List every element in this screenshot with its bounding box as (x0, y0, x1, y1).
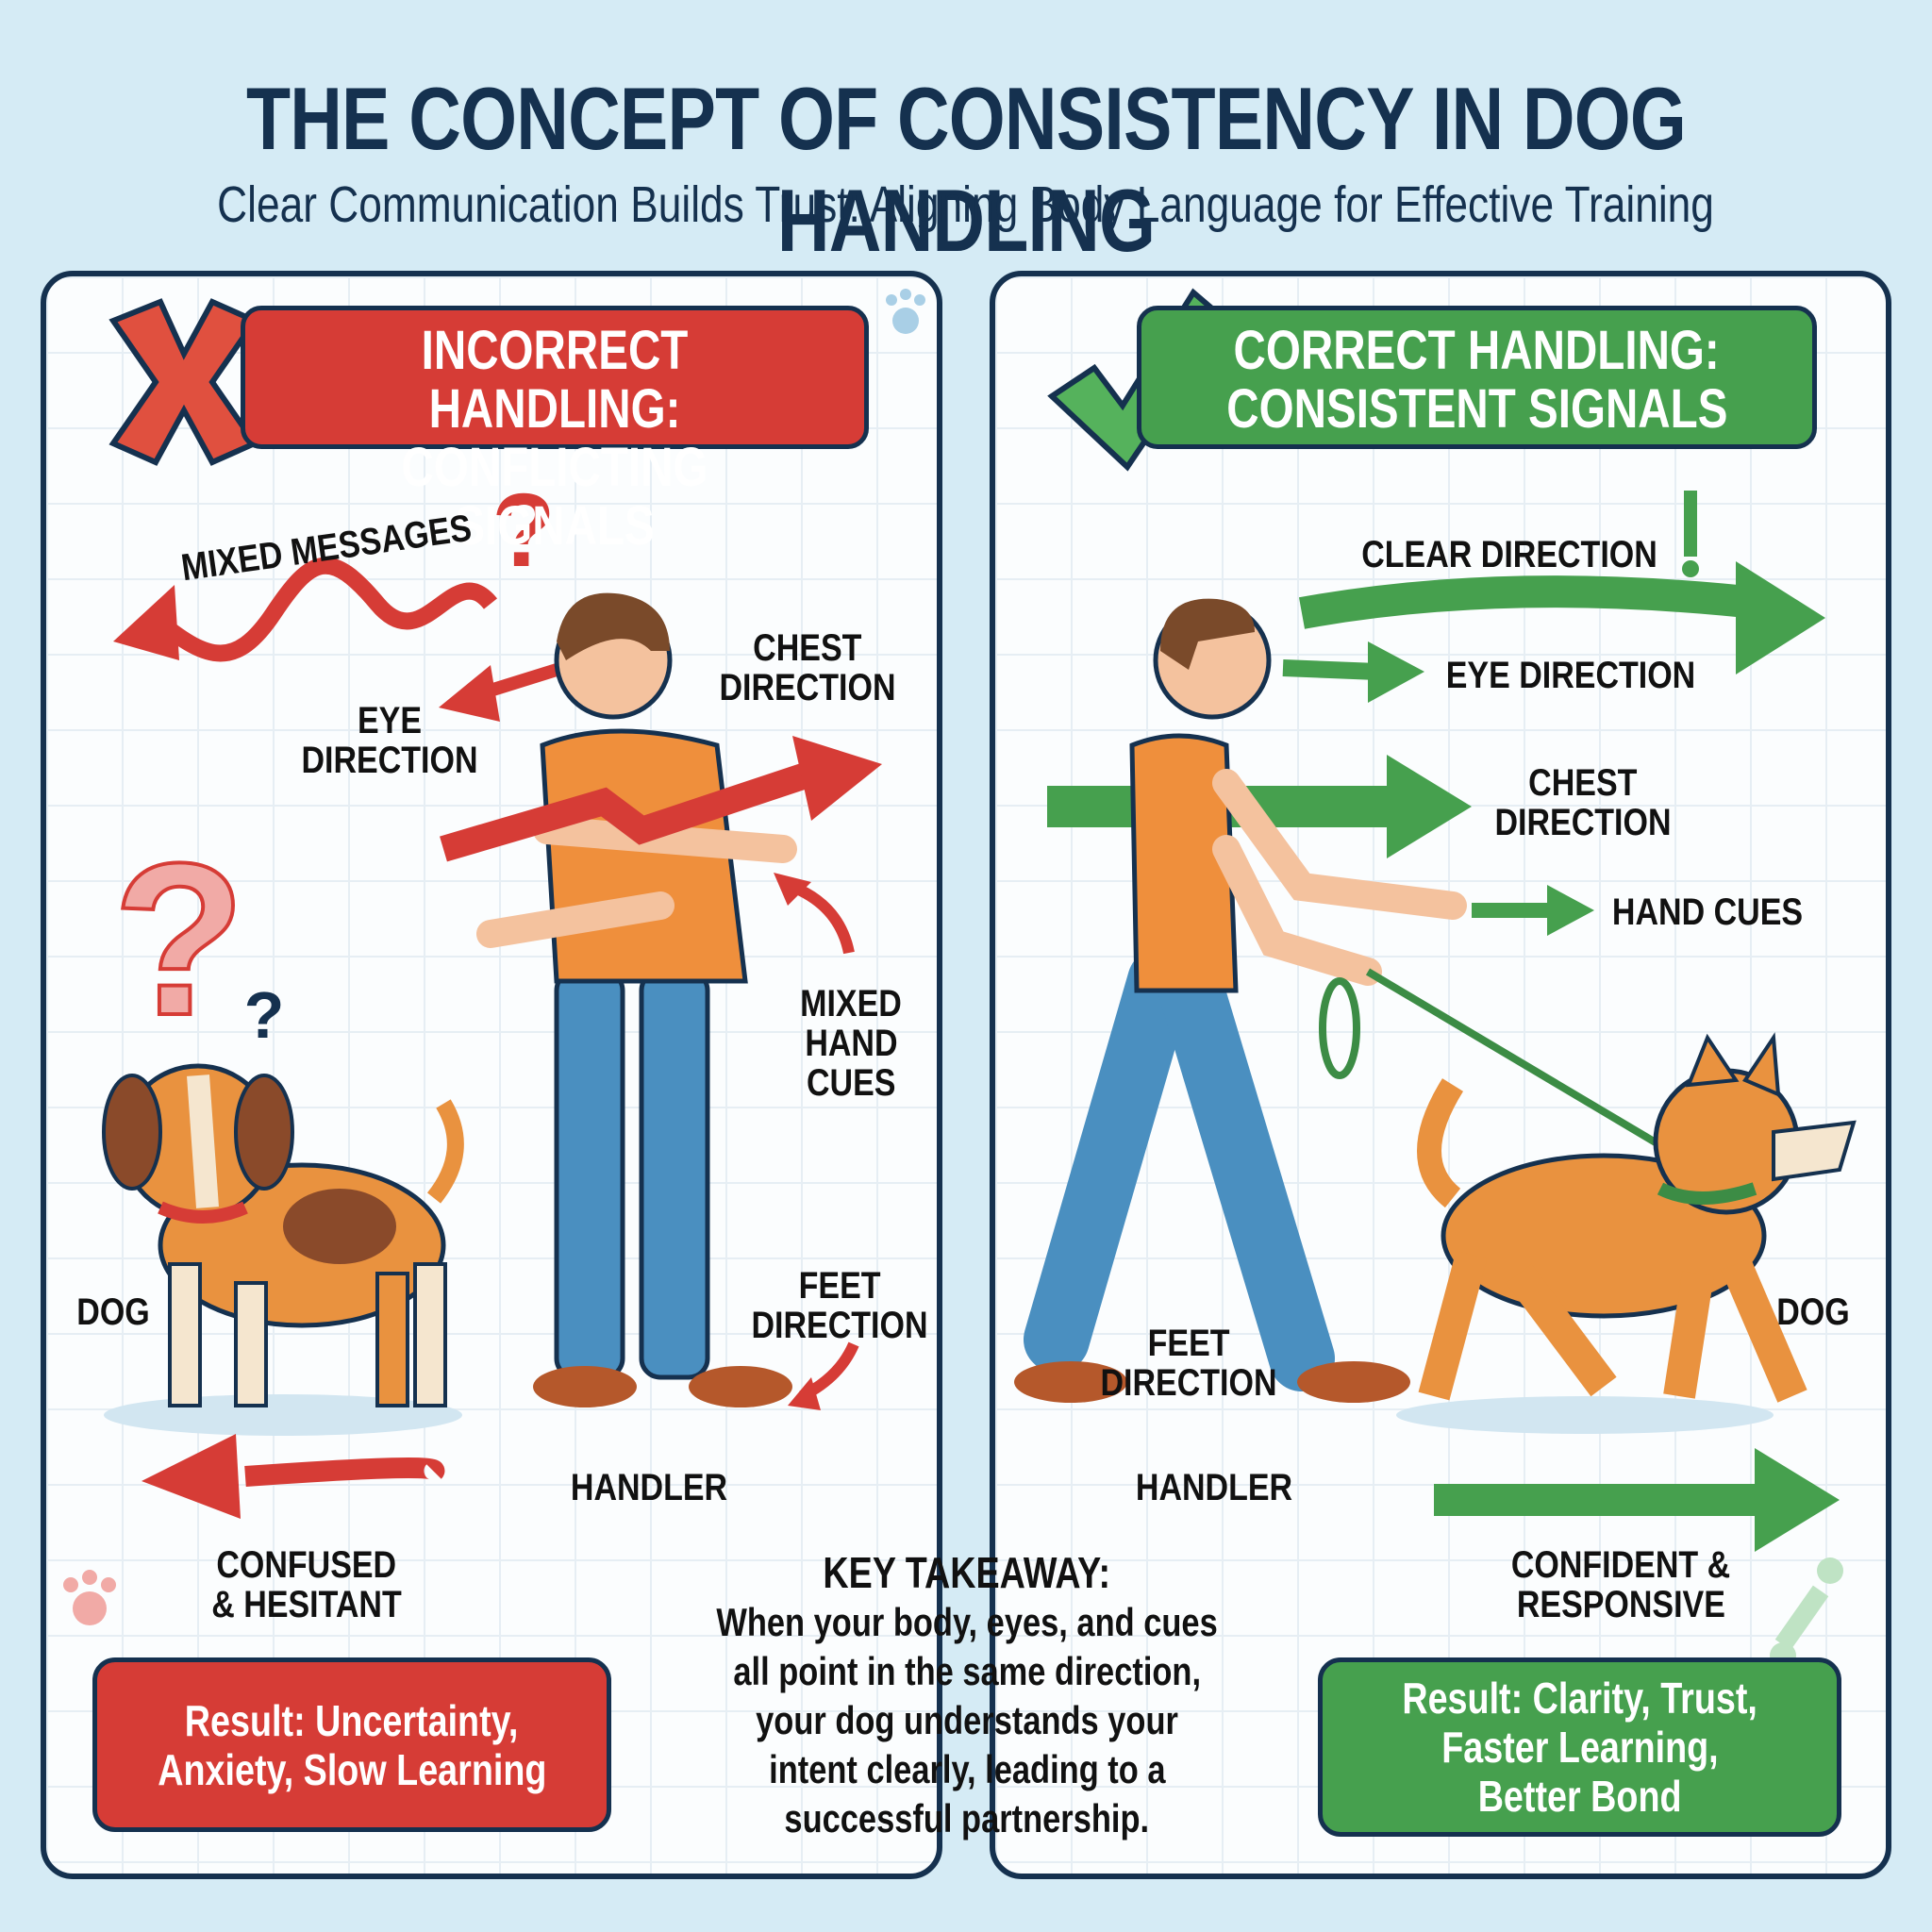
leash (1365, 968, 1673, 1155)
hand-cues-arrow (790, 881, 855, 955)
x-mark-icon (108, 298, 259, 466)
question-mark-icon: ? (491, 473, 555, 589)
label-dog-left: DOG (76, 1291, 150, 1333)
correct-banner-line-2: CONSISTENT SIGNALS (1225, 378, 1728, 440)
small-question-mark-icon: ? (244, 978, 285, 1052)
clear-direction-arrow (1298, 575, 1766, 629)
label-eye-direction-right: EYE DIRECTION (1445, 655, 1696, 696)
big-question-mark-icon: ? (113, 818, 246, 1060)
page-title: THE CONCEPT OF CONSISTENCY IN DOG HANDLI… (245, 69, 1687, 270)
eye-direction-arrow-right (1282, 659, 1378, 680)
incorrect-banner: INCORRECT HANDLING: CONFLICTING SIGNALS (241, 306, 869, 556)
dog-figure-right (1396, 1032, 1857, 1434)
label-dog-right: DOG (1776, 1291, 1850, 1333)
label-hand-cues: HAND CUES (1611, 891, 1804, 933)
key-takeaway-heading: KEY TAKEAWAY: (823, 1548, 1111, 1597)
label-handler-left: HANDLER (570, 1467, 728, 1508)
takeaway-line: your dog understands your (756, 1698, 1178, 1742)
label-confident-responsive: CONFIDENT &RESPONSIVE (1510, 1544, 1731, 1625)
takeaway-line: all point in the same direction, (733, 1649, 1201, 1693)
takeaway-line: When your body, eyes, and cues (716, 1600, 1218, 1644)
label-confused-hesitant: CONFUSED& HESITANT (211, 1544, 402, 1625)
handler-figure-left (476, 592, 797, 1407)
paw-icon (63, 1570, 116, 1625)
dog-figure-left (102, 1063, 464, 1436)
exclamation-icon (1684, 491, 1697, 557)
correct-banner: CORRECT HANDLING: CONSISTENT SIGNALS (1137, 306, 1817, 449)
confused-arrow (244, 1457, 445, 1487)
label-handler-right: HANDLER (1135, 1467, 1293, 1508)
mixed-messages-arrow (155, 557, 498, 662)
handler-figure-right (1014, 598, 1467, 1403)
incorrect-banner-line-1: INCORRECT HANDLING: (421, 320, 689, 440)
key-takeaway: KEY TAKEAWAY: When your body, eyes, and … (623, 1547, 1311, 1843)
takeaway-line: intent clearly, leading to a (768, 1747, 1166, 1791)
page-subtitle: Clear Communication Builds Trust: Aligni… (217, 176, 1715, 233)
correct-result-box: Result: Clarity, Trust,Faster Learning,B… (1318, 1657, 1841, 1837)
incorrect-result-box: Result: Uncertainty,Anxiety, Slow Learni… (92, 1657, 611, 1832)
paw-icon-right (886, 289, 925, 334)
label-clear-direction: CLEAR DIRECTION (1361, 534, 1657, 575)
bone-icon (1770, 1557, 1843, 1669)
incorrect-banner-line-2: CONFLICTING SIGNALS (401, 437, 708, 557)
takeaway-line: successful partnership. (784, 1796, 1150, 1840)
correct-banner-line-1: CORRECT HANDLING: (1233, 320, 1721, 381)
chest-direction-arrow (440, 760, 816, 862)
